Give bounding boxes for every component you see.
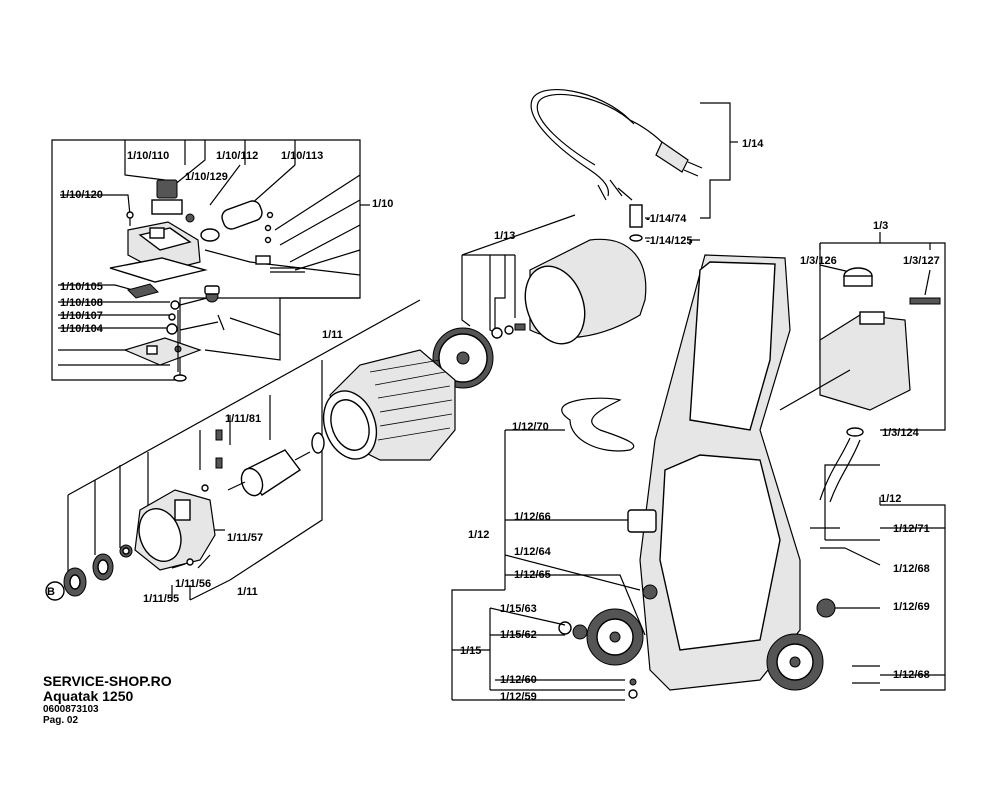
group-1-12-housing xyxy=(451,254,946,701)
label-1-3: 1/3 xyxy=(873,220,888,232)
label-1-12-60: 1/12/60 xyxy=(500,674,537,686)
label-1-10-113: 1/10/113 xyxy=(281,150,323,162)
label-1-10-129: 1/10/129 xyxy=(185,171,228,183)
label-1-15: 1/15 xyxy=(460,645,481,657)
label-1-11-55: 1/11/55 xyxy=(143,593,179,605)
label-1-3-127: 1/3/127 xyxy=(903,255,940,267)
label-1-12-left: 1/12 xyxy=(468,529,489,541)
label-1-14: 1/14 xyxy=(742,138,764,150)
group-1-13-fan-cover xyxy=(432,214,647,389)
group-1-3-tank xyxy=(779,232,946,541)
label-1-14-125: -1/14/125 xyxy=(646,235,692,247)
label-1-12-69: 1/12/69 xyxy=(893,601,930,613)
label-1-12-68a: 1/12/68 xyxy=(893,563,930,575)
label-1-14-74: -1/14/74 xyxy=(646,213,687,225)
label-1-12-64: 1/12/64 xyxy=(514,546,552,558)
label-1-11-top: 1/11 xyxy=(322,329,343,341)
label-1-10-112: 1/10/112 xyxy=(216,150,258,162)
group-1-14-power-cord xyxy=(530,89,738,245)
label-1-3-126: 1/3/126 xyxy=(800,255,837,267)
label-1-13: 1/13 xyxy=(494,230,515,242)
label-1-15-63: 1/15/63 xyxy=(500,603,537,615)
callout-labels: 1/10/110 1/10/112 1/10/113 1/10/129 1/10… xyxy=(47,138,940,703)
label-1-10: 1/10 xyxy=(372,198,393,210)
footer-model: Aquatak 1250 xyxy=(43,688,133,704)
label-1-10-104: 1/10/104 xyxy=(60,323,104,335)
label-1-12-68b: 1/12/68 xyxy=(893,669,930,681)
label-1-10-105: 1/10/105 xyxy=(60,281,103,293)
footer-part-number: 0600873103 xyxy=(43,704,99,715)
label-1-12-right: 1/12 xyxy=(880,493,901,505)
label-1-11-57: 1/11/57 xyxy=(227,532,263,544)
label-1-3-124: 1/3/124 xyxy=(882,427,920,439)
label-1-12-70: 1/12/70 xyxy=(512,421,549,433)
label-1-12-71: 1/12/71 xyxy=(893,523,930,535)
footer-block: SERVICE-SHOP.RO Aquatak 1250 0600873103 … xyxy=(43,673,172,726)
label-1-12-65: 1/12/65 xyxy=(514,569,551,581)
group-1-11-motor xyxy=(45,299,456,601)
label-1-15-62: 1/15/62 xyxy=(500,629,537,641)
label-b: B xyxy=(47,586,55,598)
label-1-10-108: 1/10/108 xyxy=(60,297,103,309)
footer-site: SERVICE-SHOP.RO xyxy=(43,673,172,689)
label-1-11-56: 1/11/56 xyxy=(175,578,211,590)
label-1-10-110: 1/10/110 xyxy=(127,150,169,162)
label-1-12-59: 1/12/59 xyxy=(500,691,537,703)
label-1-10-107: 1/10/107 xyxy=(60,310,103,322)
label-1-11-81: 1/11/81 xyxy=(225,413,261,425)
label-1-11-bottom: 1/11 xyxy=(237,586,258,598)
label-1-12-66: 1/12/66 xyxy=(514,511,551,523)
group-1-10-switch-assembly xyxy=(51,139,370,382)
label-1-10-120: 1/10/120 xyxy=(60,189,103,201)
footer-page: Pag. 02 xyxy=(43,715,78,726)
